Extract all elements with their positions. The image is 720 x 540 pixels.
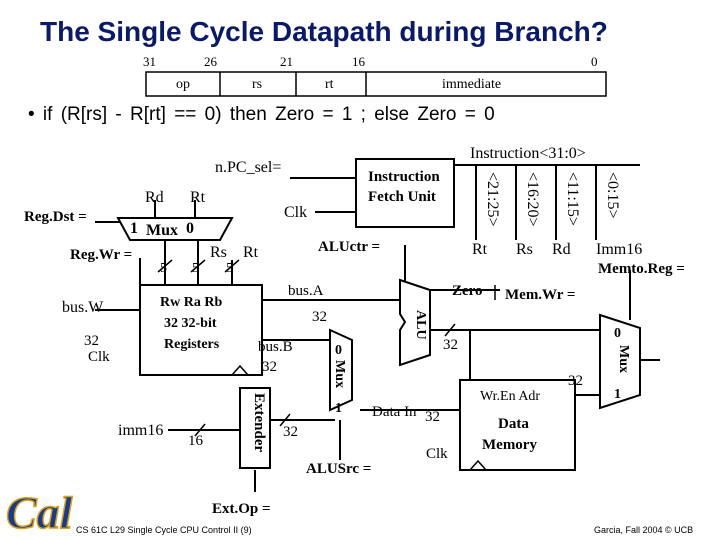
alu-label: ALU	[413, 310, 428, 340]
memwr-label: Mem.Wr =	[505, 287, 576, 303]
width-5-a: 5	[160, 261, 167, 276]
right-mux-word: Mux	[616, 345, 631, 373]
out-rs: Rs	[516, 241, 533, 258]
field-rs: rs	[252, 77, 263, 92]
bit-16: 16	[352, 54, 365, 69]
footer-credit: Garcia, Fall 2004 © UCB	[594, 525, 694, 535]
rd-label: Rd	[145, 189, 164, 206]
wren-adr-label: Wr.En Adr	[480, 389, 541, 404]
instruction-fetch-unit	[355, 158, 455, 228]
branch-condition: • if (R[rs] - R[rt] == 0) then Zero = 1 …	[28, 104, 495, 125]
width-5-b: 5	[192, 261, 199, 276]
datamem-line2: Memory	[482, 437, 537, 453]
regdst-label: Reg.Dst =	[24, 209, 87, 225]
slide-title: The Single Cycle Datapath during Branch?	[40, 16, 608, 47]
out-rt: Rt	[472, 241, 488, 258]
regfile-ports: Rw Ra Rb	[160, 295, 223, 310]
ifu-label-line2: Fetch Unit	[368, 189, 436, 205]
field-immediate: immediate	[442, 77, 502, 92]
extop-label: Ext.Op =	[212, 501, 271, 517]
zero-label: Zero	[452, 283, 483, 299]
npc-sel-label: n.PC_sel=	[215, 159, 282, 176]
rt-label: Rt	[243, 244, 259, 261]
regfile-label: Registers	[164, 337, 220, 352]
mux-word-label: Mux	[146, 222, 178, 239]
busa-width: 32	[312, 309, 327, 325]
range-16-20: <16:20>	[524, 172, 541, 227]
alusrc-label: ALUSrc =	[306, 461, 372, 477]
bit-26: 26	[204, 54, 217, 69]
regfile-clk: Clk	[88, 349, 110, 365]
datamem-line1: Data	[498, 416, 529, 432]
instruction-bus-label: Instruction<31:0>	[470, 145, 586, 162]
data-in-width: 32	[425, 409, 440, 425]
ifu-clk-label: Clk	[284, 204, 308, 221]
range-21-25: <21:25>	[484, 172, 501, 227]
busb-width: 32	[262, 359, 277, 375]
aluctr-label: ALUctr =	[318, 239, 381, 255]
rt-top-label: Rt	[190, 189, 206, 206]
rs-label: Rs	[210, 244, 227, 261]
footer-course: CS 61C L29 Single Cycle CPU Control II (…	[76, 525, 252, 535]
mem-out-width: 32	[568, 373, 583, 389]
regwr-label: Reg.Wr =	[70, 247, 133, 263]
imm16-width: 16	[188, 433, 203, 449]
field-op: op	[176, 77, 190, 92]
right-mux-one: 1	[614, 387, 621, 402]
data-in-label: Data In	[372, 404, 417, 420]
alusrc-mux-word: Mux	[332, 360, 347, 388]
field-rt: rt	[325, 77, 334, 92]
bit-31: 31	[143, 54, 156, 69]
out-rd: Rd	[552, 241, 571, 258]
extender-label: Extender	[251, 393, 267, 453]
datamem-clk: Clk	[426, 446, 448, 462]
imm16-label: imm16	[118, 422, 164, 439]
mux-zero-label: 0	[186, 220, 194, 237]
alu-out-width: 32	[443, 337, 458, 353]
right-mux-zero: 0	[614, 326, 621, 341]
out-imm16: Imm16	[596, 241, 643, 258]
ext-out-width: 32	[283, 424, 298, 440]
busw-label: bus.W	[62, 299, 104, 316]
regfile-size: 32 32-bit	[164, 316, 217, 331]
bit-0: 0	[591, 54, 598, 69]
alusrc-mux-zero: 0	[335, 343, 342, 358]
busa-label: bus.A	[288, 283, 324, 299]
bit-21: 21	[280, 54, 293, 69]
alusrc-mux-one: 1	[335, 401, 342, 416]
range-11-15: <11:15>	[564, 172, 581, 226]
memtoreg-label: Memto.Reg =	[598, 261, 685, 277]
busb-label: bus.B	[258, 339, 293, 355]
cal-logo: Cal	[6, 487, 73, 538]
width-5-c: 5	[226, 261, 233, 276]
range-0-15: <0:15>	[604, 172, 621, 219]
busw-width: 32	[84, 333, 99, 349]
mux-one-label: 1	[130, 220, 138, 237]
ifu-label-line1: Instruction	[368, 169, 440, 185]
